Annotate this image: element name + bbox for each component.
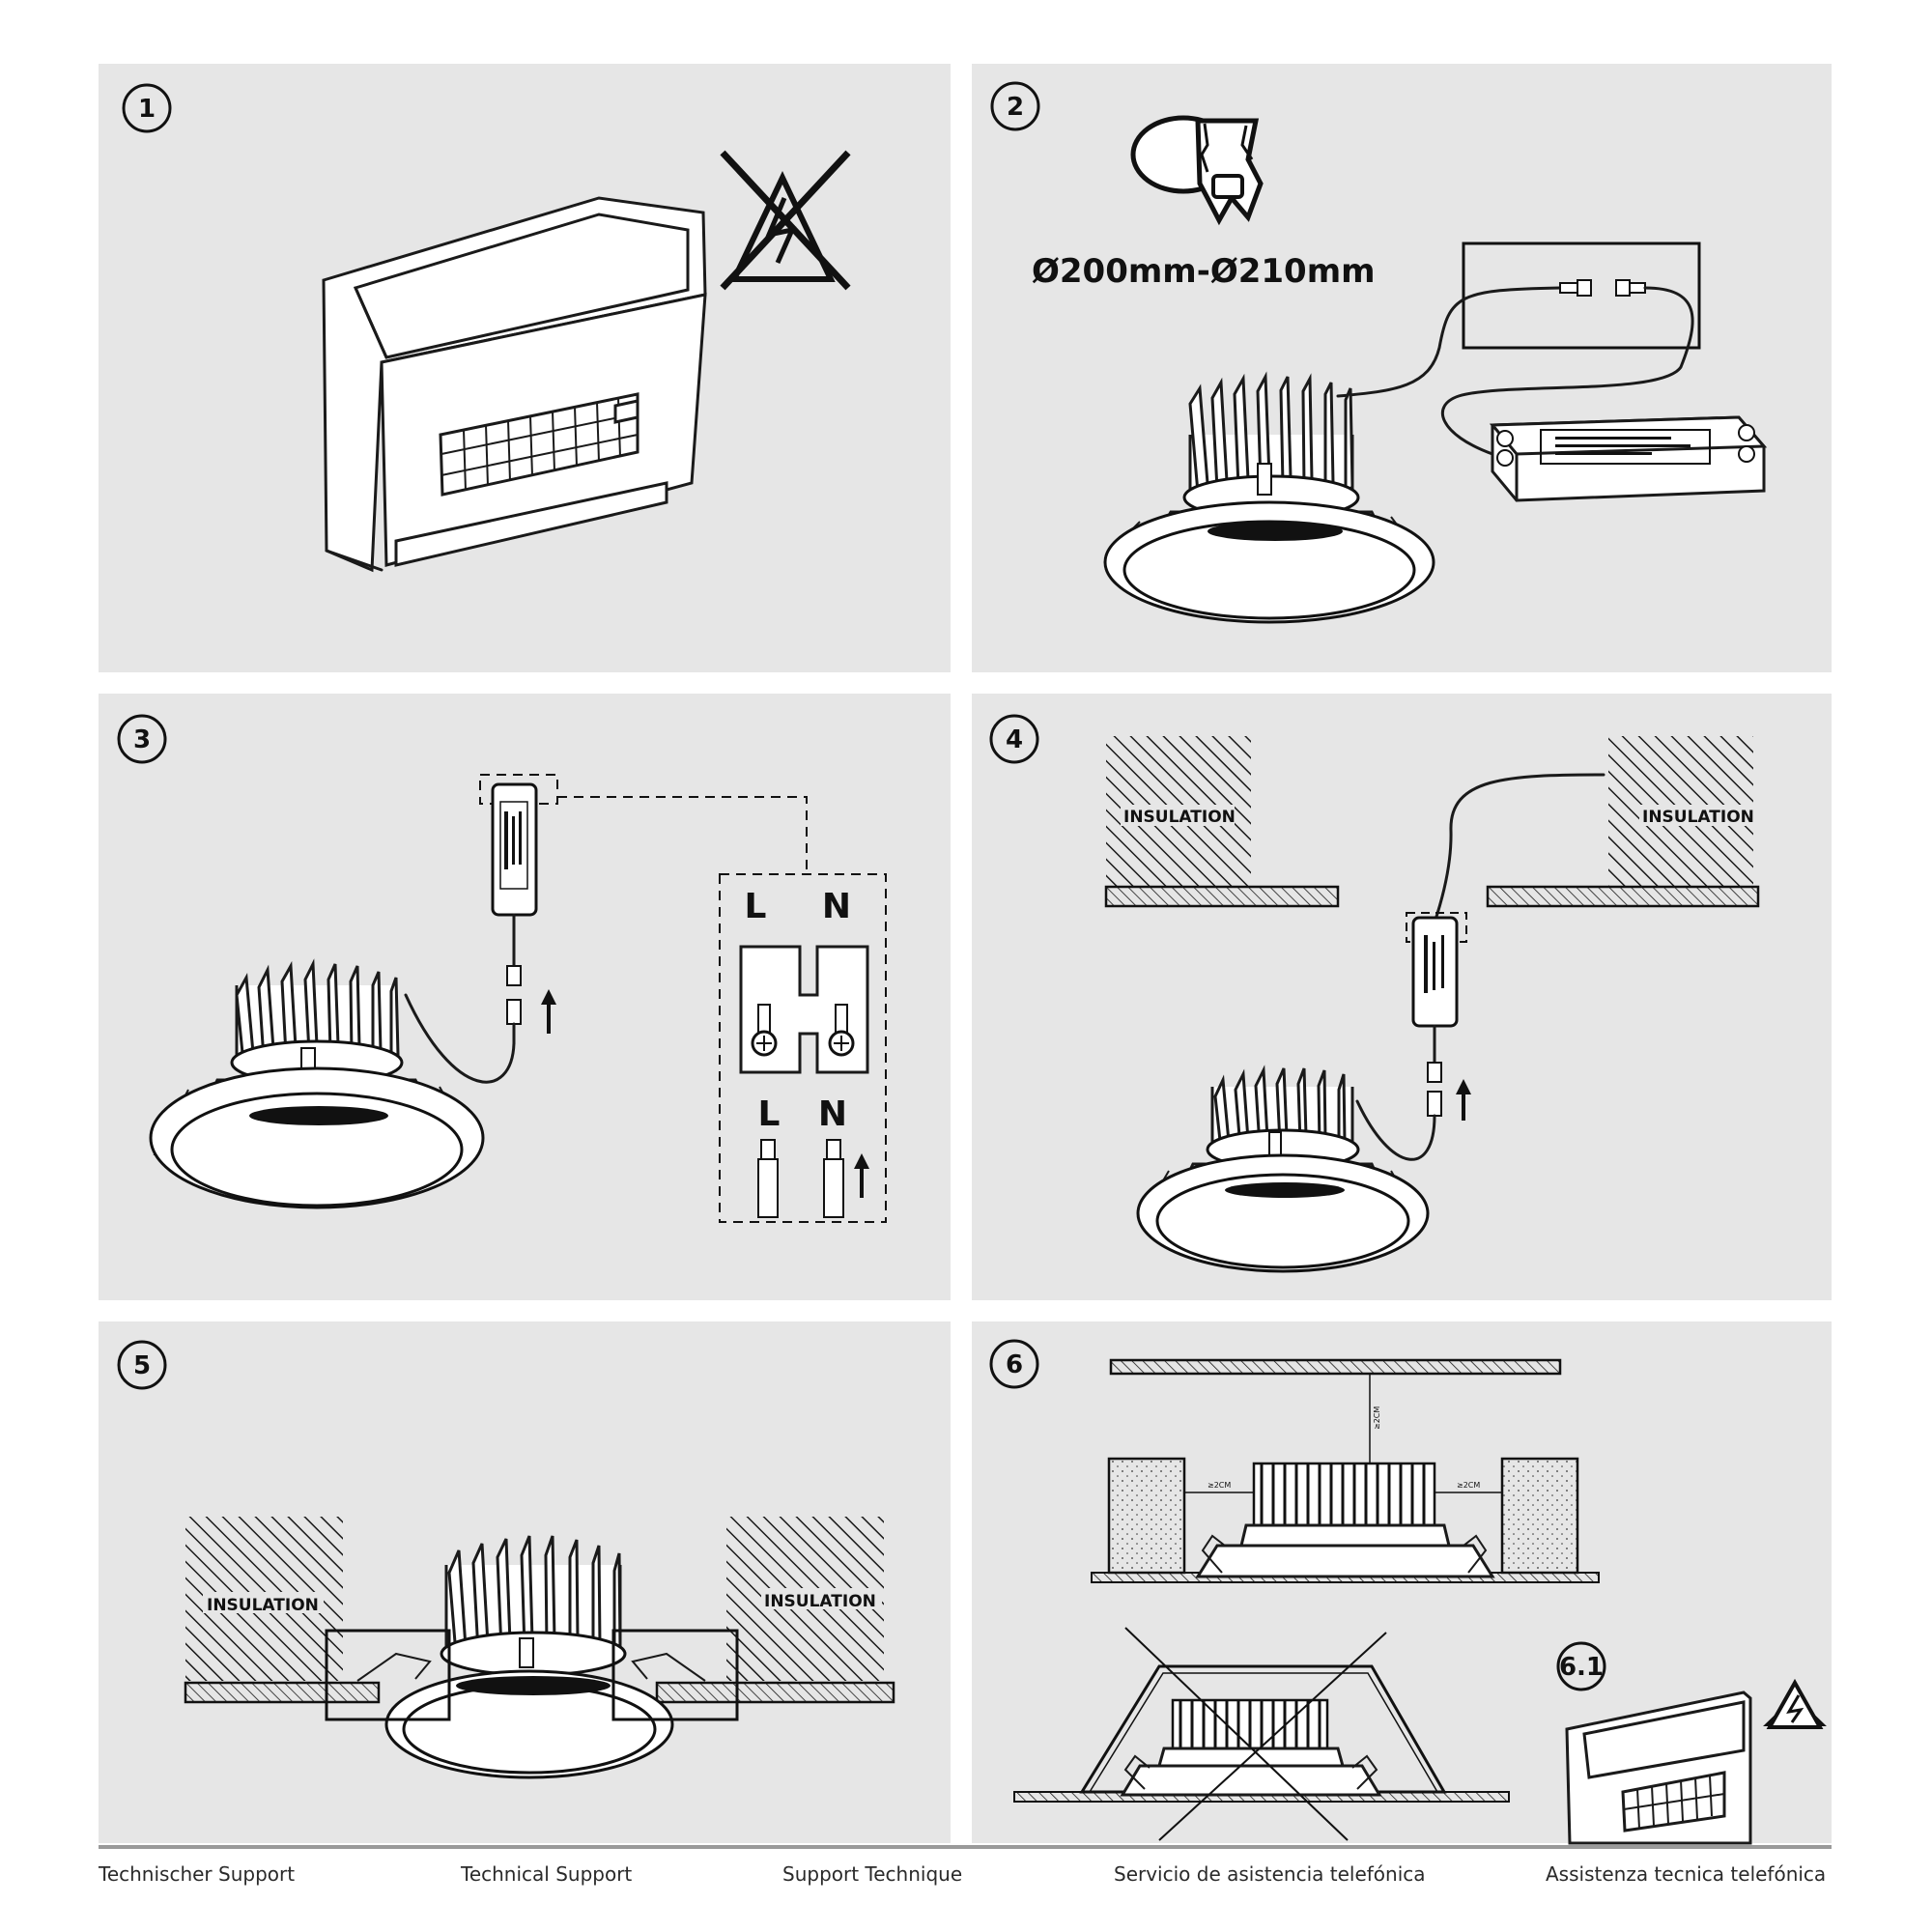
high-voltage-warning-icon <box>1763 1678 1827 1729</box>
step-number-1: 1 <box>122 83 172 133</box>
clearance-left-dimension: ≥2CM <box>1184 1481 1254 1493</box>
downlight-side-correct <box>1195 1462 1495 1578</box>
led-driver-vertical <box>1355 916 1459 1161</box>
no-voltage-warning-icon <box>720 150 851 291</box>
step-number-5: 5 <box>117 1340 167 1390</box>
terminal-block: L N L N <box>739 887 869 1218</box>
step-5-panel: 5 INSULATION INSULATION <box>99 1321 951 1843</box>
svg-text:≥2CM: ≥2CM <box>1373 1406 1381 1430</box>
svg-text:≥2CM: ≥2CM <box>1208 1481 1231 1490</box>
downlight-illustration <box>1136 1065 1430 1273</box>
terminal-live-label: L <box>745 887 767 926</box>
step-4-panel: 4 INSULATION INSULATION <box>972 694 1832 1300</box>
svg-text:3: 3 <box>133 725 151 754</box>
step-2-panel: 2 Ø200mm-Ø210mm <box>972 64 1832 672</box>
hole-diameter-label: Ø200mm-Ø210mm <box>1032 252 1376 291</box>
footer-link-fr[interactable]: Support Technique <box>782 1862 962 1886</box>
terminal-neutral-label: N <box>822 887 851 926</box>
svg-text:2: 2 <box>1007 93 1024 122</box>
svg-text:6.1: 6.1 <box>1559 1653 1604 1682</box>
footer-link-de[interactable]: Technischer Support <box>98 1862 295 1886</box>
step-1-panel: 1 <box>99 64 951 672</box>
led-driver-illustration <box>1489 415 1768 502</box>
fuse-box-small-illustration <box>1565 1690 1752 1845</box>
footer: Technischer Support Technical Support Su… <box>98 1845 1832 1886</box>
footer-link-it[interactable]: Assistenza tecnica telefónica <box>1546 1862 1826 1886</box>
svg-text:1: 1 <box>138 95 156 124</box>
led-driver-vertical <box>404 782 538 1084</box>
svg-text:5: 5 <box>133 1351 151 1380</box>
footer-link-en[interactable]: Technical Support <box>460 1862 632 1886</box>
insulation-label-left: INSULATION <box>1123 808 1236 827</box>
step-number-3: 3 <box>117 714 167 764</box>
insulation-label-right: INSULATION <box>1642 808 1754 827</box>
insulation-label-left: INSULATION <box>207 1596 319 1615</box>
downlight-side-incorrect <box>1013 1627 1510 1841</box>
downlight-illustration <box>1103 371 1435 624</box>
svg-text:4: 4 <box>1006 725 1023 754</box>
step-3-panel: 3 <box>99 694 951 1300</box>
step-number-4: 4 <box>989 714 1039 764</box>
insulation-label-right: INSULATION <box>764 1592 876 1611</box>
ceiling-junction-frame <box>1462 242 1701 350</box>
up-arrow-icon <box>854 1153 869 1198</box>
cut-hole-icon <box>1130 115 1264 226</box>
wire-neutral-label: N <box>818 1094 847 1134</box>
downlight-installed-illustration <box>325 1535 739 1779</box>
svg-text:≥2CM: ≥2CM <box>1457 1481 1480 1490</box>
fuse-box-illustration <box>322 196 707 573</box>
step-number-6: 6 <box>989 1339 1039 1389</box>
downlight-illustration <box>149 958 485 1209</box>
step-number-6-1: 6.1 <box>1556 1641 1606 1691</box>
clearance-top-dimension: ≥2CM <box>1369 1374 1381 1463</box>
wire-live-label: L <box>758 1094 781 1134</box>
svg-text:6: 6 <box>1006 1350 1023 1379</box>
clearance-right-dimension: ≥2CM <box>1435 1481 1502 1493</box>
step-number-2: 2 <box>990 81 1040 131</box>
footer-link-es[interactable]: Servicio de asistencia telefónica <box>1114 1862 1426 1886</box>
up-arrow-icon <box>1456 1079 1471 1121</box>
up-arrow-icon <box>541 989 556 1034</box>
step-6-panel: 6 ≥2CM ≥2CM ≥2CM <box>972 1321 1832 1845</box>
